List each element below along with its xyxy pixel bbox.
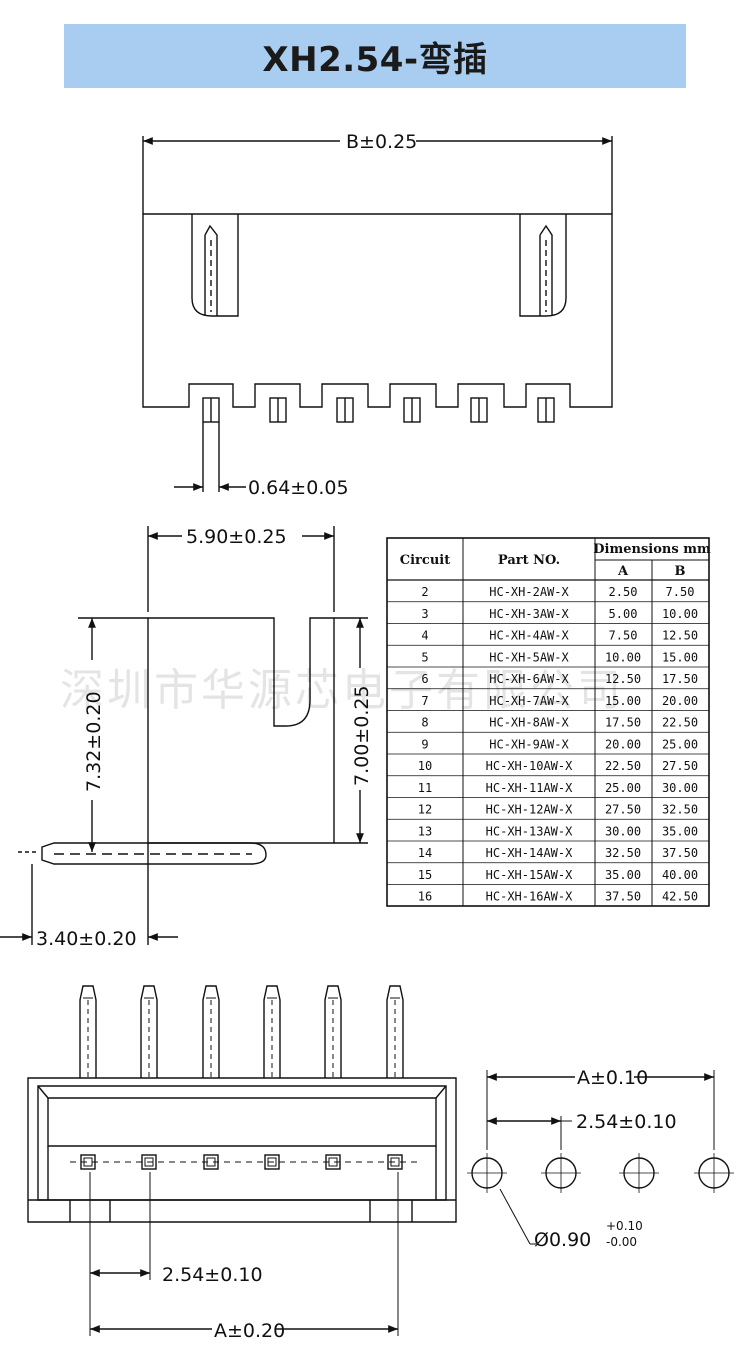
pin xyxy=(140,985,158,1078)
table-cell-a: 17.50 xyxy=(605,716,641,730)
table-cell-part: HC-XH-8AW-X xyxy=(489,716,569,730)
side-view xyxy=(0,526,368,945)
table-cell-circuit: 8 xyxy=(421,716,428,730)
pin xyxy=(79,985,97,1078)
table-cell-b: 10.00 xyxy=(662,607,698,621)
table-cell-circuit: 2 xyxy=(421,585,428,599)
table-cell-circuit: 12 xyxy=(418,803,432,817)
pin-square xyxy=(141,1154,157,1170)
table-cell-b: 32.50 xyxy=(662,803,698,817)
table-cell-a: 35.00 xyxy=(605,868,641,882)
table-cell-a: 25.00 xyxy=(605,781,641,795)
dim-height-right: 7.00±0.25 xyxy=(351,685,373,786)
table-cell-b: 7.50 xyxy=(666,585,695,599)
dim-hole-tol-plus: +0.10 xyxy=(606,1219,643,1233)
table-cell-circuit: 11 xyxy=(418,781,432,795)
table-cell-circuit: 13 xyxy=(418,824,432,838)
dim-b: B±0.25 xyxy=(346,131,417,153)
table-cell-circuit: 9 xyxy=(421,737,428,751)
table-cell-a: 22.50 xyxy=(605,759,641,773)
dim-height-left: 7.32±0.20 xyxy=(83,691,105,792)
table-header-b: B xyxy=(675,564,686,579)
table-cell-b: 40.00 xyxy=(662,868,698,882)
table-cell-circuit: 14 xyxy=(418,846,432,860)
table-cell-part: HC-XH-15AW-X xyxy=(486,868,573,882)
table-cell-b: 42.50 xyxy=(662,890,698,904)
table-cell-b: 27.50 xyxy=(662,759,698,773)
table-cell-b: 17.50 xyxy=(662,672,698,686)
pin-square xyxy=(325,1154,341,1170)
table-cell-part: HC-XH-13AW-X xyxy=(486,824,573,838)
table-cell-circuit: 16 xyxy=(418,890,432,904)
pin xyxy=(263,985,281,1078)
front-view xyxy=(27,985,457,1336)
page-title: XH2.54-弯插 xyxy=(262,39,488,80)
table-cell-a: 5.00 xyxy=(609,607,638,621)
pin-square xyxy=(264,1154,280,1170)
table-cell-a: 12.50 xyxy=(605,672,641,686)
table-cell-circuit: 6 xyxy=(421,672,428,686)
table-cell-b: 20.00 xyxy=(662,694,698,708)
table-cell-part: HC-XH-14AW-X xyxy=(486,846,573,860)
table-cell-circuit: 15 xyxy=(418,868,432,882)
pin-square xyxy=(387,1154,403,1170)
table-cell-part: HC-XH-2AW-X xyxy=(489,585,569,599)
pcb-layout xyxy=(467,1070,734,1245)
dim-pin-width: 0.64±0.05 xyxy=(248,477,349,499)
top-view xyxy=(142,136,613,492)
dim-front-pitch: 2.54±0.10 xyxy=(162,1264,263,1286)
dim-hole-tol-minus: -0.00 xyxy=(606,1235,637,1249)
table-cell-a: 7.50 xyxy=(609,629,638,643)
table-cell-a: 30.00 xyxy=(605,824,641,838)
pin xyxy=(202,985,220,1078)
table-cell-a: 2.50 xyxy=(609,585,638,599)
pin-square xyxy=(203,1154,219,1170)
table-header-circuit: Circuit xyxy=(400,553,450,568)
table-cell-b: 22.50 xyxy=(662,716,698,730)
dim-hole-diameter: Ø0.90 xyxy=(534,1229,591,1251)
table-cell-a: 15.00 xyxy=(605,694,641,708)
table-cell-part: HC-XH-11AW-X xyxy=(486,781,573,795)
table-cell-part: HC-XH-6AW-X xyxy=(489,672,569,686)
dim-pcb-pitch: 2.54±0.10 xyxy=(576,1111,677,1133)
table-cell-b: 37.50 xyxy=(662,846,698,860)
table-cell-part: HC-XH-16AW-X xyxy=(486,890,573,904)
table-cell-circuit: 5 xyxy=(421,650,428,664)
table-cell-circuit: 4 xyxy=(421,629,428,643)
watermark: 深圳市华源芯电子有限公司 xyxy=(60,665,624,716)
table-cell-part: HC-XH-5AW-X xyxy=(489,650,569,664)
pin-square xyxy=(80,1154,96,1170)
dim-pcb-span: A±0.10 xyxy=(577,1067,648,1089)
dim-front-span: A±0.20 xyxy=(214,1320,285,1342)
table-cell-b: 25.00 xyxy=(662,737,698,751)
table-cell-circuit: 3 xyxy=(421,607,428,621)
table-cell-b: 12.50 xyxy=(662,629,698,643)
table-header-a: A xyxy=(617,564,629,579)
table-cell-a: 32.50 xyxy=(605,846,641,860)
table-cell-b: 30.00 xyxy=(662,781,698,795)
dim-depth: 5.90±0.25 xyxy=(186,526,287,548)
table-cell-part: HC-XH-12AW-X xyxy=(486,803,573,817)
table-header-dims: Dimensions mm xyxy=(593,542,711,557)
table-cell-circuit: 10 xyxy=(418,759,432,773)
pin xyxy=(386,985,404,1078)
table-cell-part: HC-XH-9AW-X xyxy=(489,737,569,751)
table-cell-circuit: 7 xyxy=(421,694,428,708)
table-header-part: Part NO. xyxy=(498,553,560,568)
table-cell-part: HC-XH-10AW-X xyxy=(486,759,573,773)
title-bar: XH2.54-弯插 xyxy=(64,24,686,88)
table-cell-a: 37.50 xyxy=(605,890,641,904)
dim-pin-offset: 3.40±0.20 xyxy=(36,928,137,950)
table-cell-a: 27.50 xyxy=(605,803,641,817)
table-cell-b: 15.00 xyxy=(662,650,698,664)
pin xyxy=(324,985,342,1078)
table-cell-part: HC-XH-3AW-X xyxy=(489,607,569,621)
table-cell-part: HC-XH-7AW-X xyxy=(489,694,569,708)
table-cell-a: 10.00 xyxy=(605,650,641,664)
table-cell-a: 20.00 xyxy=(605,737,641,751)
table-cell-part: HC-XH-4AW-X xyxy=(489,629,569,643)
table-cell-b: 35.00 xyxy=(662,824,698,838)
